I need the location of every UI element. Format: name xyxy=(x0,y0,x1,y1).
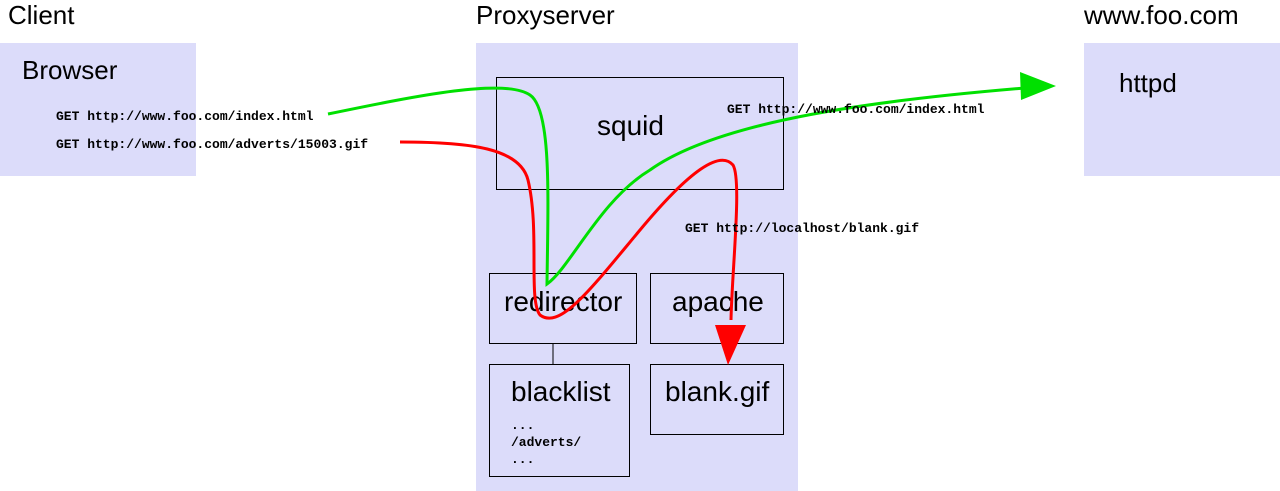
squid-label: squid xyxy=(597,110,664,141)
apache-label: apache xyxy=(672,286,764,317)
apache-box: apache xyxy=(650,273,784,344)
blankgif-label: blank.gif xyxy=(665,376,770,407)
blacklist-box: blacklist ... /adverts/ ... xyxy=(489,364,630,477)
allowed-arrowhead xyxy=(1020,72,1056,100)
proxy-panel xyxy=(476,43,798,491)
server-title: www.foo.com xyxy=(1084,0,1239,30)
blacklist-entry: /adverts/ xyxy=(511,435,582,450)
forward-request-label: GET http://www.foo.com/index.html xyxy=(727,102,985,117)
httpd-label: httpd xyxy=(1119,68,1177,98)
blacklist-entries: ... /adverts/ ... xyxy=(511,417,581,468)
server-panel: httpd xyxy=(1084,43,1280,176)
blocked-arrowhead xyxy=(715,325,746,365)
squid-box: squid xyxy=(496,77,784,190)
blacklist-entry: ... xyxy=(511,452,535,467)
local-request-label: GET http://localhost/blank.gif xyxy=(685,221,920,236)
blacklist-entry: ... xyxy=(511,418,535,433)
request-advert-label: GET http://www.foo.com/adverts/15003.gif xyxy=(56,137,369,152)
proxyserver-title: Proxyserver xyxy=(476,0,615,30)
allowed-request-path xyxy=(327,86,1026,287)
client-panel: Browser xyxy=(0,43,196,176)
request-index-label: GET http://www.foo.com/index.html xyxy=(56,109,314,124)
blacklist-label: blacklist xyxy=(511,376,611,407)
blankgif-box: blank.gif xyxy=(650,364,784,435)
blocked-request-path xyxy=(399,140,739,321)
browser-label: Browser xyxy=(22,55,118,85)
client-title: Client xyxy=(8,0,75,30)
